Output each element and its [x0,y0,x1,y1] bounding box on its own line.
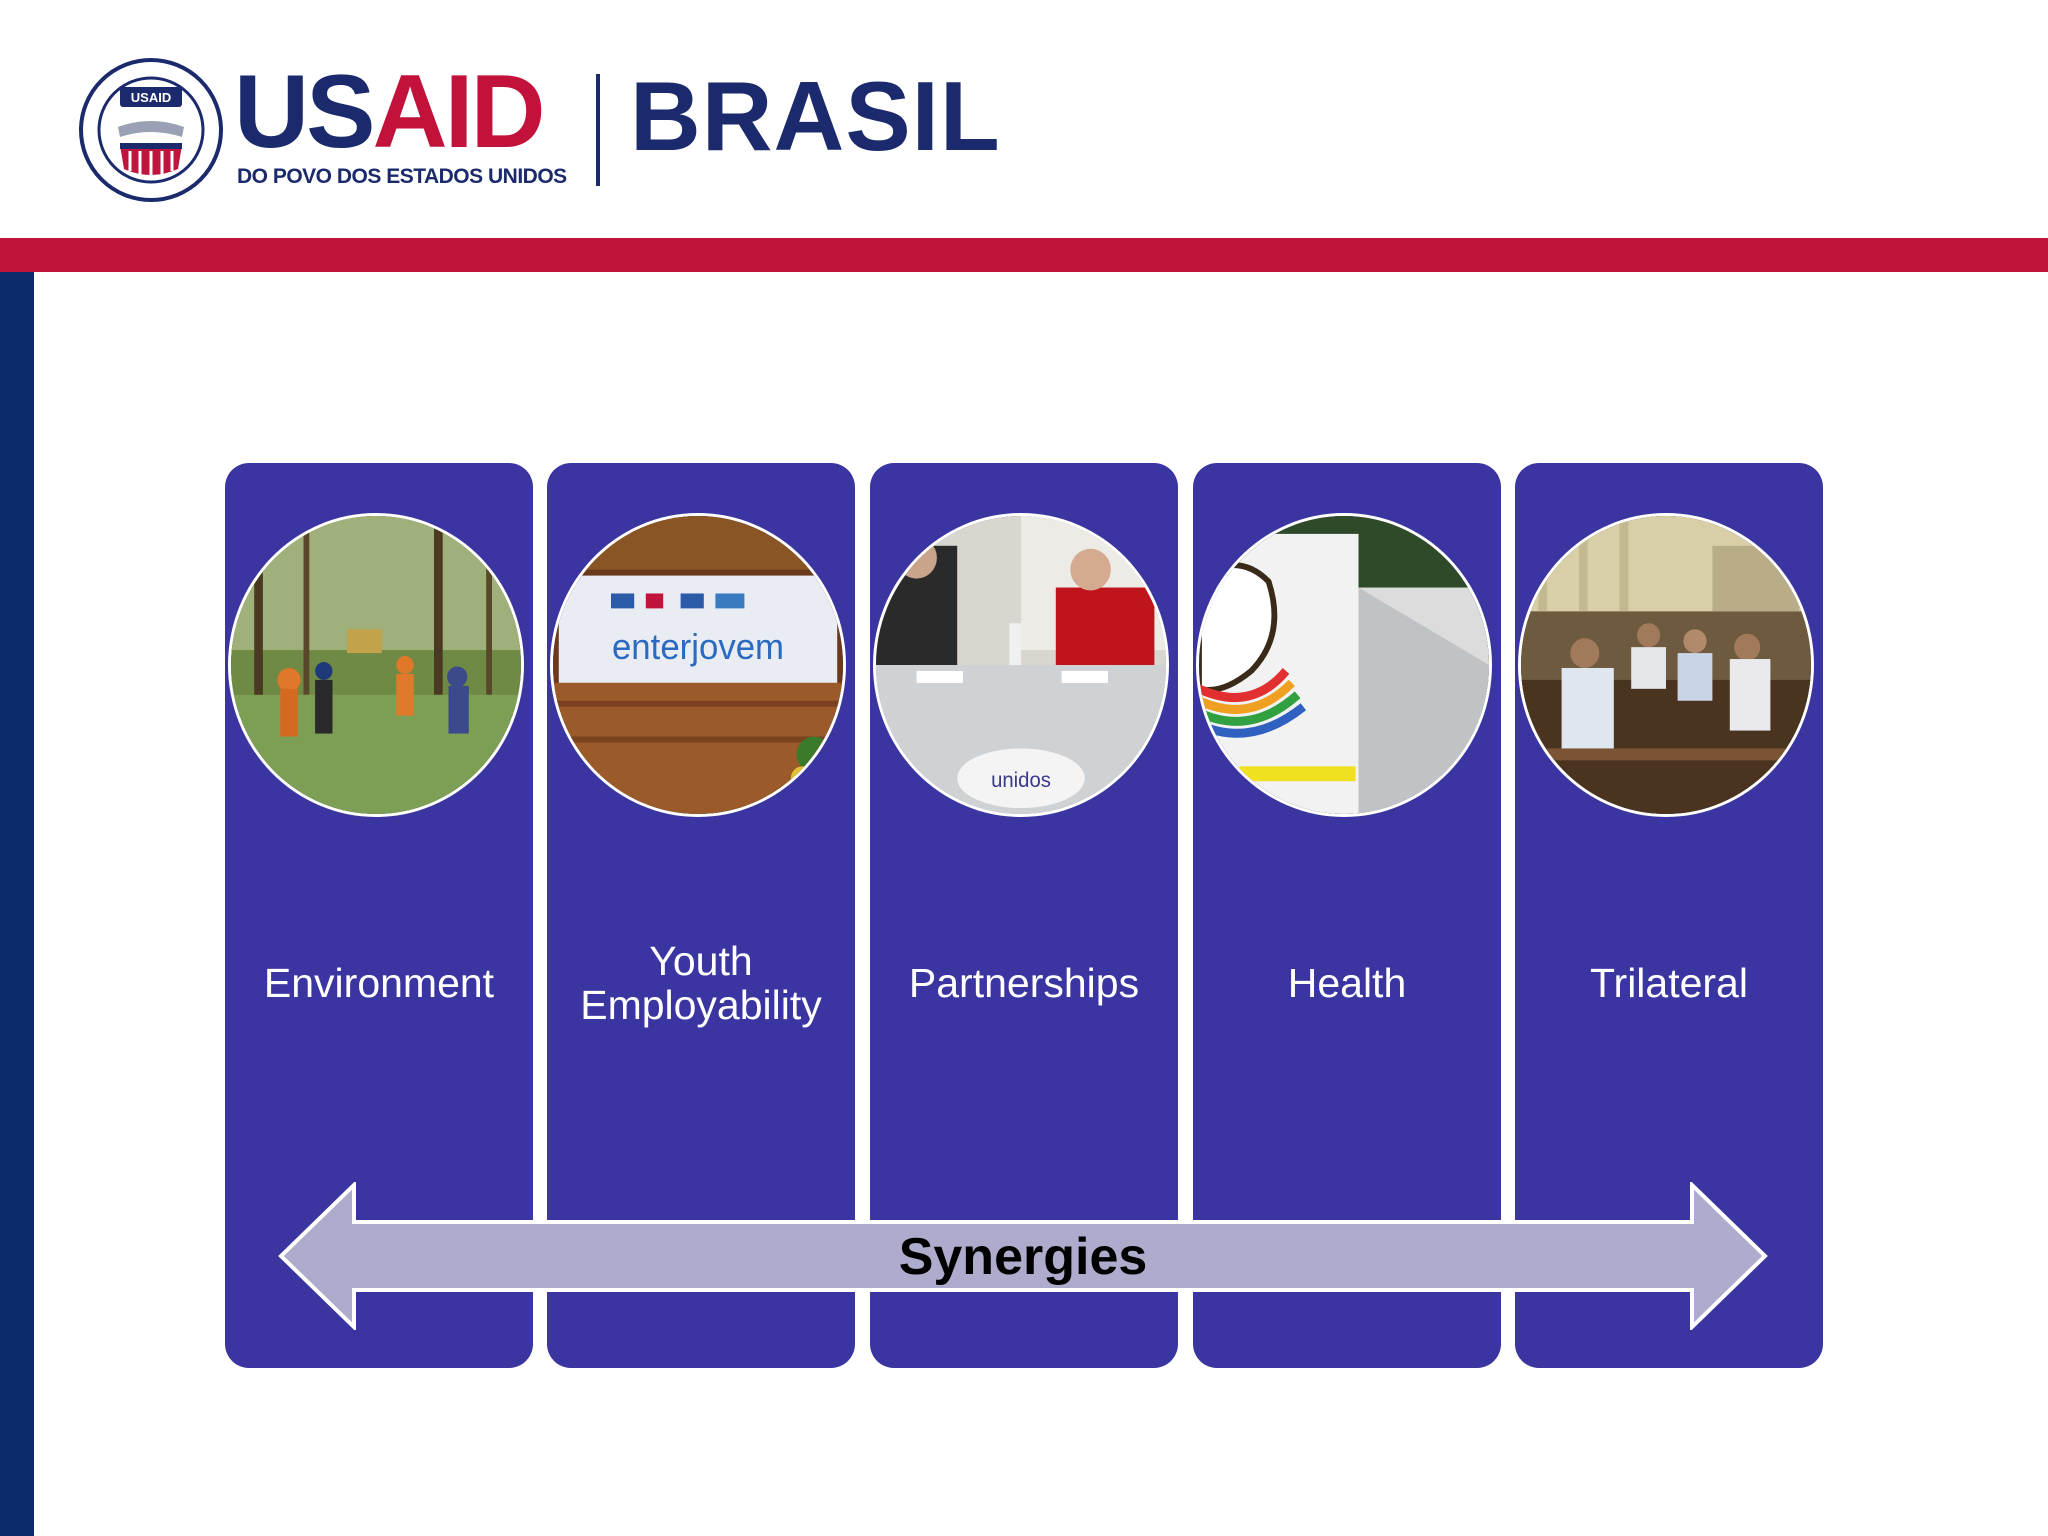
health-tent-photo [1196,513,1492,817]
synergies-label: Synergies [898,1228,1148,1286]
panel-trilateral: Trilateral [1515,463,1823,1368]
panel-youth-employability: enterjovem Youth Employability [547,463,855,1368]
panel-label: Environment [263,960,495,1006]
synergies-double-arrow [278,1182,1768,1330]
header: USAID USAID DO POVO DOS ESTADOS UNIDOS B… [0,0,2048,238]
panel-partnerships: unidos Partnerships [870,463,1178,1368]
logo-divider [596,74,600,186]
left-navy-stripe [0,272,34,1536]
forest-workers-photo [228,513,524,817]
svg-text:unidos: unidos [991,769,1051,792]
usaid-wordmark-aid: AID [372,54,545,170]
country-name: BRASIL [630,61,1001,171]
usaid-tagline: DO POVO DOS ESTADOS UNIDOS [237,165,567,188]
usaid-wordmark: USAID [234,60,546,164]
panel-label: Partnerships [908,960,1140,1006]
panel-environment: Environment [225,463,533,1368]
usaid-wordmark-us: US [234,54,375,170]
svg-text:enterjovem: enterjovem [612,628,784,668]
conference-room-photo [1518,513,1814,817]
panel-health: Health [1193,463,1501,1368]
enterjovem-event-photo: enterjovem [550,513,846,817]
header-red-stripe [0,238,2048,272]
usaid-seal-icon: USAID [79,58,223,202]
panel-label: Youth Employability [580,938,822,1028]
meeting-table-photo: unidos [873,513,1169,817]
panel-label: Trilateral [1590,960,1748,1006]
panel-label: Health [1287,960,1407,1006]
svg-text:USAID: USAID [131,90,171,105]
